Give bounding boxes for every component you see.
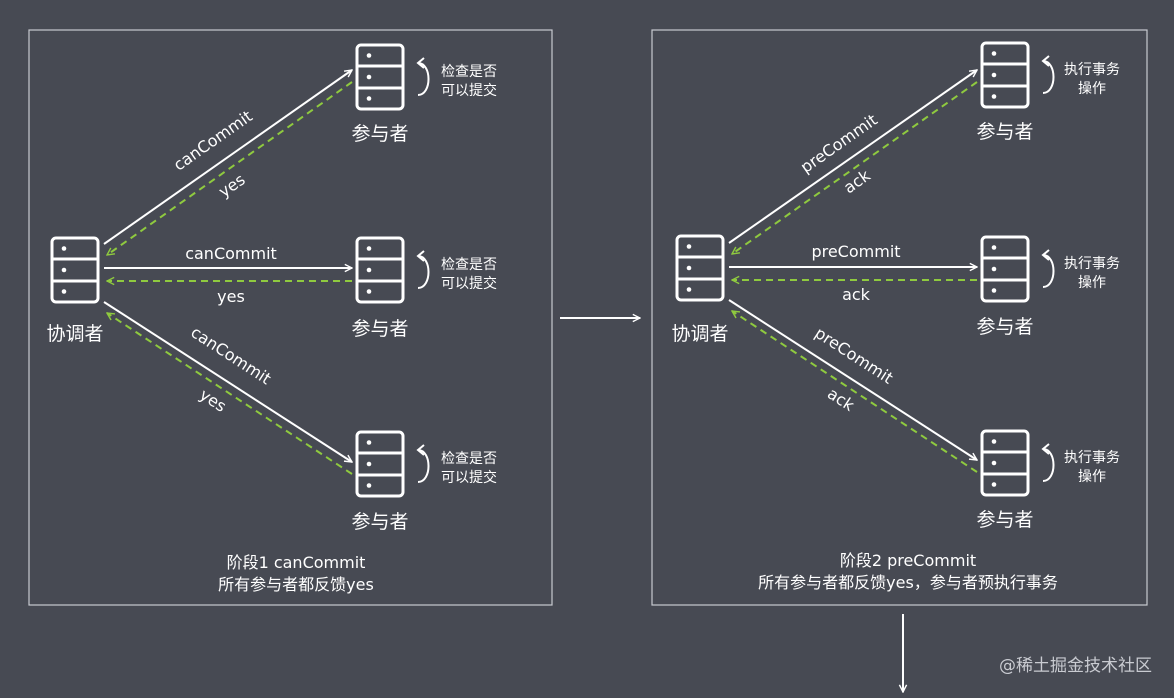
phase2-coordinator-label: 协调者: [671, 323, 728, 345]
phase1-frame: [28, 29, 553, 606]
phase1-participant-2-label: 参与者: [351, 318, 408, 340]
phase1-note-1-line2: 可以提交: [441, 82, 497, 99]
phase1-note-2-line2: 可以提交: [441, 275, 497, 292]
phase2-coordinator-server-icon: [675, 234, 725, 302]
phase1-caption-line2: 所有参与者都反馈yes: [218, 575, 374, 594]
phase1-coordinator-server-icon: [50, 236, 100, 304]
phase1-request-label-2: canCommit: [185, 244, 277, 263]
phase1-caption-line1: 阶段1 canCommit: [227, 553, 366, 572]
phase1-participant-3-server-icon: [355, 430, 405, 498]
phase2-reply-arrow-1: [732, 81, 978, 254]
phase2-note-3-line2: 操作: [1078, 469, 1106, 485]
phase1-participant-3-label: 参与者: [351, 511, 408, 533]
phase2-participant-1-server-icon: [980, 41, 1030, 109]
phase2-note-2-line1: 执行事务: [1064, 256, 1120, 272]
phase2-request-arrow-1: [728, 70, 977, 244]
phase2-loop-1-icon: [1042, 55, 1055, 94]
phase1-note-1-line1: 检查是否: [441, 64, 497, 80]
phase2-frame: [651, 29, 1148, 606]
phase1-request-label-3: canCommit: [187, 322, 274, 388]
phase2-reply-label-1: ack: [840, 165, 874, 197]
phase1-reply-arrow-3: [107, 313, 353, 475]
phase1-request-arrow-3: [103, 301, 352, 462]
phase1-participant-1-server-icon: [355, 43, 405, 111]
phase1-coordinator-label: 协调者: [46, 323, 103, 345]
phase2-note-1-line2: 操作: [1078, 81, 1106, 97]
phase2-reply-label-2: ack: [842, 285, 871, 304]
phase1-request-label-1: canCommit: [170, 106, 256, 174]
phase2-note-1-line1: 执行事务: [1064, 62, 1120, 78]
phase1-reply-label-3: yes: [196, 385, 230, 416]
phase2-participant-3-label: 参与者: [976, 509, 1033, 531]
phase1-reply-arrow-1: [107, 81, 353, 255]
phase1-request-arrow-1: [103, 70, 352, 245]
phase1-loop-3-icon: [417, 444, 430, 483]
phase2-loop-2-icon: [1042, 249, 1055, 288]
phase2-participant-2-server-icon: [980, 235, 1030, 303]
phase1-loop-1-icon: [417, 57, 430, 96]
phase2-participant-1-label: 参与者: [976, 121, 1033, 143]
phase2-request-label-3: preCommit: [811, 323, 896, 387]
phase2-reply-label-3: ack: [824, 384, 858, 416]
phase1-loop-2-icon: [417, 250, 430, 289]
phase2-participant-3-server-icon: [980, 429, 1030, 497]
phase2-loop-3-icon: [1042, 443, 1055, 482]
watermark: @稀土掘金技术社区: [999, 656, 1152, 676]
phase2-caption-line2: 所有参与者都反馈yes，参与者预执行事务: [758, 573, 1058, 592]
phase2-reply-arrow-3: [732, 311, 978, 473]
phase2-note-3-line1: 执行事务: [1064, 450, 1120, 466]
phase2-request-arrow-3: [728, 299, 977, 460]
phase1-note-2-line1: 检查是否: [441, 257, 497, 273]
phase2-note-2-line2: 操作: [1078, 275, 1106, 291]
phase2-caption-line1: 阶段2 preCommit: [840, 551, 976, 570]
phase1-note-3-line2: 可以提交: [441, 469, 497, 486]
phase1-note-3-line1: 检查是否: [441, 451, 497, 467]
phase2-participant-2-label: 参与者: [976, 316, 1033, 338]
phase1-participant-1-label: 参与者: [351, 123, 408, 145]
phase1-participant-2-server-icon: [355, 236, 405, 304]
phase1-reply-label-2: yes: [217, 287, 245, 306]
phase2-request-label-2: preCommit: [811, 242, 900, 261]
